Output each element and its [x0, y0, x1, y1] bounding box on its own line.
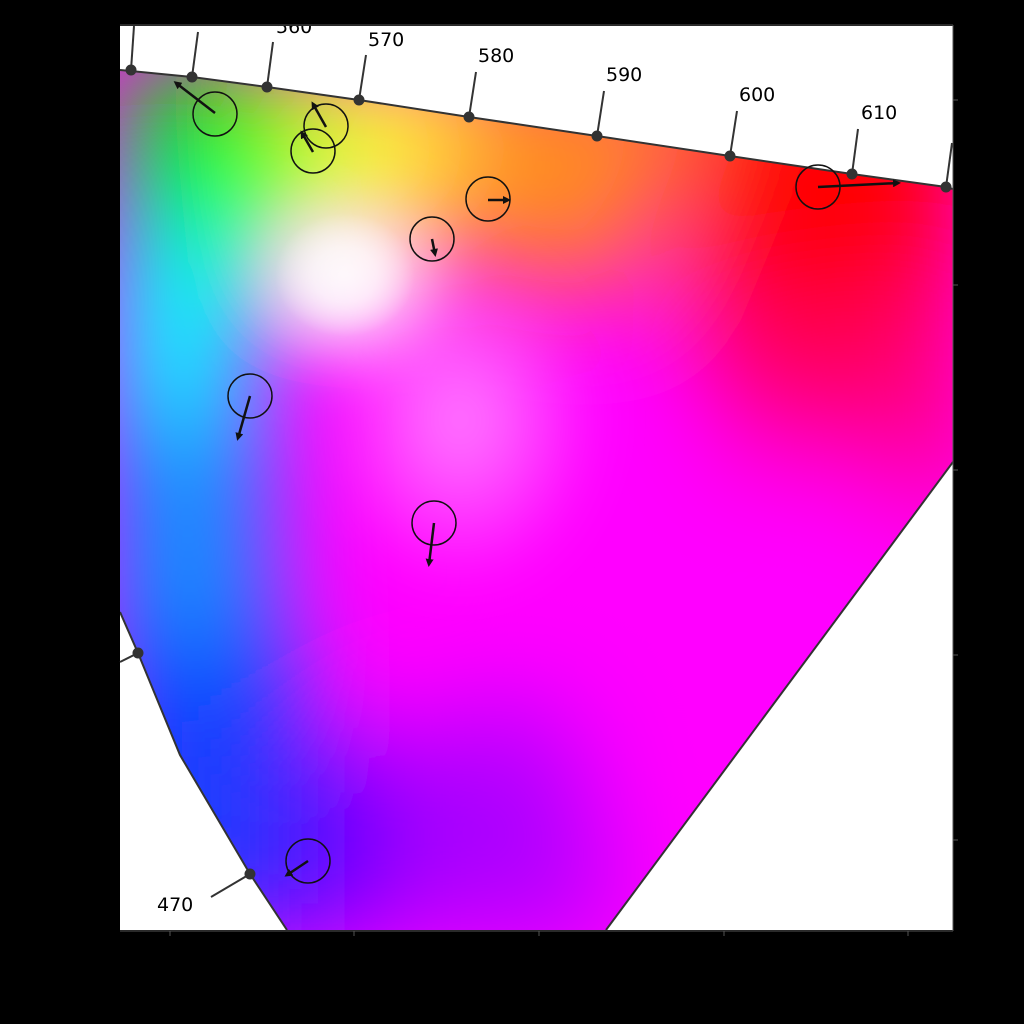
tick-620 — [940, 142, 953, 193]
label-580: 580 — [478, 45, 514, 67]
ellipse-2 — [303, 101, 349, 149]
tick-610 — [846, 128, 859, 180]
tick-590 — [591, 90, 605, 142]
ellipse-7 — [227, 373, 273, 441]
tick-560 — [261, 41, 274, 93]
tick-600 — [724, 110, 738, 162]
wavelength-ticks — [119, 25, 953, 898]
label-590: 590 — [606, 64, 642, 86]
label-560: 560 — [276, 16, 312, 38]
tick-490 — [119, 647, 144, 663]
ellipse-5 — [795, 164, 901, 210]
ellipse-4 — [465, 176, 511, 222]
tick-555 — [186, 31, 199, 83]
tick-550 — [125, 25, 137, 76]
ellipse-markers — [173, 81, 901, 884]
plot-frame — [120, 24, 954, 932]
ellipse-8 — [411, 500, 457, 567]
tick-570 — [353, 54, 367, 106]
label-570: 570 — [368, 29, 404, 51]
tick-470 — [210, 868, 256, 898]
ellipse-6 — [409, 216, 455, 262]
label-600: 600 — [739, 84, 775, 106]
label-610: 610 — [861, 102, 897, 124]
tick-580 — [463, 71, 477, 123]
wavelength-labels: 560 — [276, 16, 312, 38]
label-470: 470 — [157, 894, 193, 916]
ellipse-1 — [173, 81, 238, 137]
ellipse-3 — [290, 128, 336, 174]
ellipse-9 — [284, 838, 331, 884]
axis-ticks — [169, 99, 958, 936]
